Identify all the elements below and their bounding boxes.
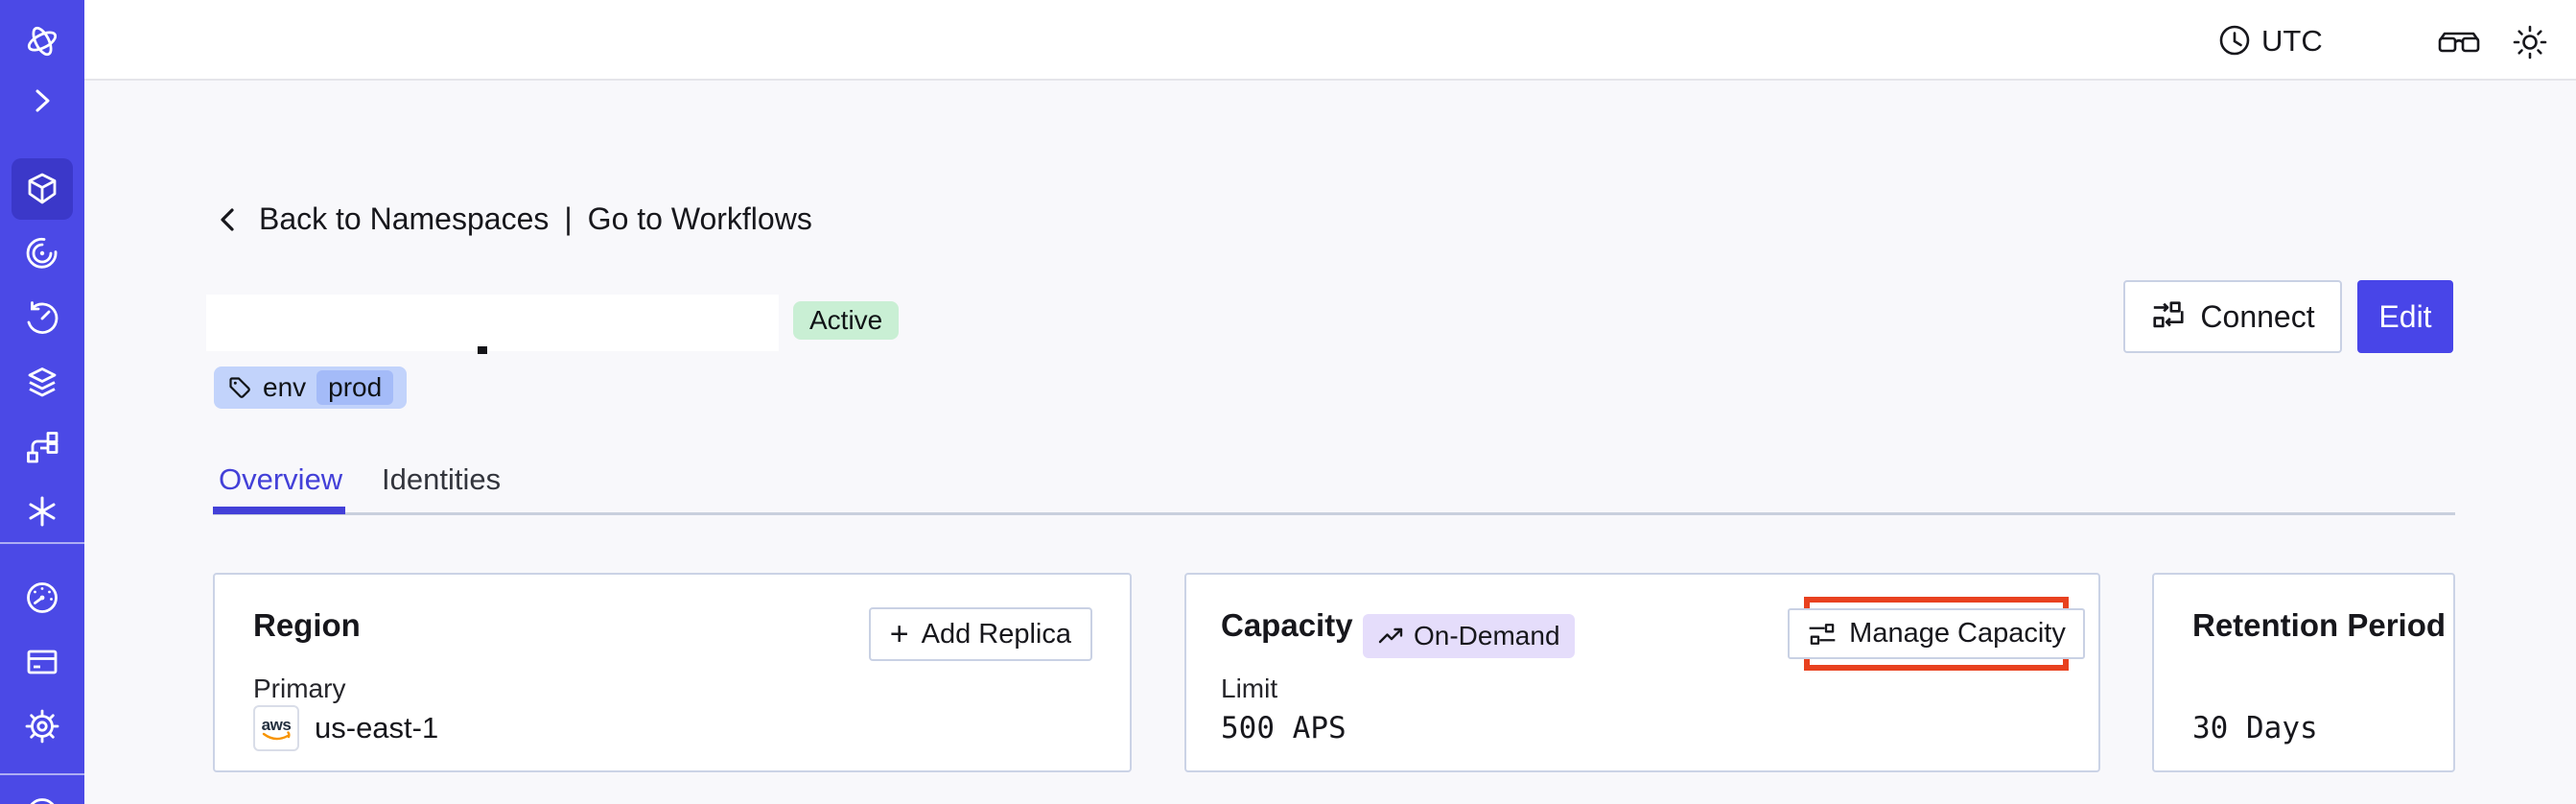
region-card-title: Region (253, 607, 361, 643)
primary-label: Primary (253, 674, 346, 703)
aws-logo: aws (253, 705, 299, 751)
partial-circle-icon[interactable] (23, 792, 61, 804)
temporal-logo-icon[interactable] (23, 22, 61, 60)
region-value: us-east-1 (315, 711, 439, 745)
breadcrumb-workflows-link[interactable]: Go to Workflows (587, 201, 812, 236)
tab-identities[interactable]: Identities (382, 462, 502, 496)
retention-value: 30 Days (2192, 711, 2318, 745)
status-badge: Active (793, 301, 900, 340)
annotation-red-box: Manage Capacity (1788, 597, 2085, 671)
retention-card: Retention Period 30 Days (2152, 573, 2455, 772)
tag-icon (227, 375, 252, 400)
edit-button-label: Edit (2378, 298, 2432, 334)
breadcrumb-back-link[interactable]: Back to Namespaces (259, 201, 550, 236)
capacity-card: Capacity On-Demand Manage Capacity Limit… (1184, 573, 2100, 772)
manage-capacity-label: Manage Capacity (1849, 618, 2066, 649)
glasses-icon[interactable] (2436, 25, 2482, 59)
retention-card-title: Retention Period (2192, 607, 2447, 643)
breadcrumb: Back to Namespaces | Go to Workflows (215, 201, 812, 237)
spiral-nexus-icon[interactable] (23, 234, 61, 272)
aws-logo-text: aws (261, 715, 292, 734)
gear-settings-icon[interactable] (23, 707, 61, 745)
top-bar: UTC (84, 0, 2576, 81)
asterisk-icon[interactable] (23, 492, 61, 531)
namespace-title-redacted (206, 295, 779, 351)
billing-card-icon[interactable] (23, 643, 61, 681)
tag-key: env (263, 372, 307, 402)
on-demand-badge: On-Demand (1363, 614, 1575, 658)
tabs-baseline (213, 512, 2455, 515)
connect-button[interactable]: Connect (2123, 280, 2342, 353)
tab-overview[interactable]: Overview (219, 462, 343, 496)
connect-button-label: Connect (2200, 298, 2315, 334)
sliders-icon (1807, 619, 1838, 650)
add-replica-button[interactable]: + Add Replica (868, 607, 1092, 661)
namespace-tag: env prod (214, 367, 408, 409)
aws-smile-icon (262, 730, 291, 740)
clock-icon (2217, 23, 2252, 58)
sidebar (0, 0, 84, 804)
branch-icon[interactable] (23, 428, 61, 466)
on-demand-label: On-Demand (1414, 621, 1560, 650)
connect-workflow-icon (2150, 298, 2187, 335)
plus-icon: + (889, 616, 909, 652)
add-replica-label: Add Replica (921, 618, 1071, 650)
region-value-row: aws us-east-1 (253, 705, 438, 751)
limit-value: 500 APS (1221, 711, 1347, 745)
gauge-usage-icon[interactable] (23, 579, 61, 617)
manage-capacity-button[interactable]: Manage Capacity (1788, 608, 2085, 659)
timezone-label[interactable]: UTC (2261, 24, 2323, 58)
trending-up-icon (1377, 623, 1404, 650)
active-tab-underline (213, 507, 345, 514)
redaction-artifact (478, 346, 487, 354)
sidebar-divider (0, 542, 84, 544)
clock-history-icon[interactable] (23, 299, 61, 338)
tag-value-chip: prod (316, 370, 394, 405)
sidebar-divider (0, 773, 84, 775)
chevron-right-icon[interactable] (26, 84, 59, 117)
back-chevron-icon[interactable] (215, 205, 244, 234)
limit-label: Limit (1221, 674, 1278, 703)
edit-button[interactable]: Edit (2357, 280, 2453, 353)
cube-namespaces-icon[interactable] (23, 170, 61, 208)
breadcrumb-separator: | (564, 201, 573, 236)
capacity-card-title: Capacity (1221, 607, 1353, 643)
region-card: Region + Add Replica Primary aws us-east… (213, 573, 1132, 772)
sun-theme-icon[interactable] (2511, 23, 2549, 61)
layers-icon[interactable] (23, 364, 61, 402)
